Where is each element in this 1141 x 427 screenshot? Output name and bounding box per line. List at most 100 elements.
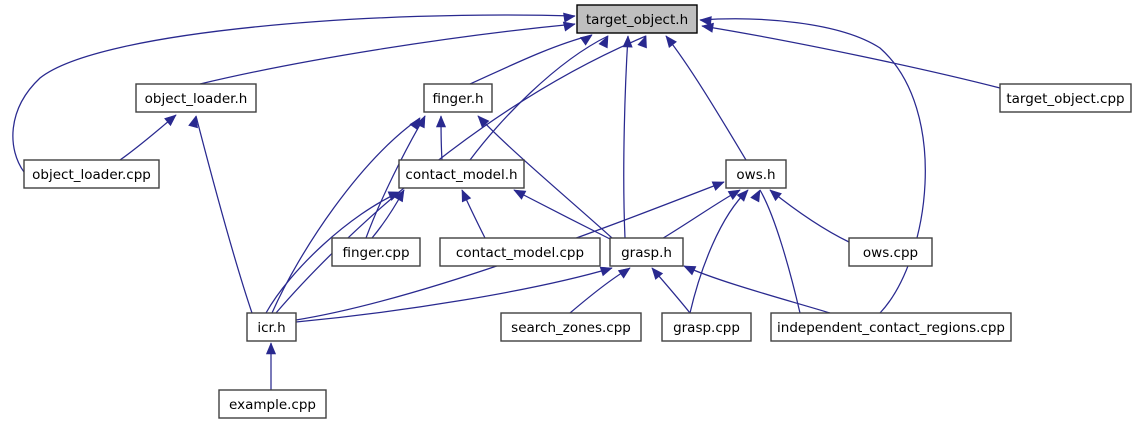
edge-grasp_cpp-to-grasp_h xyxy=(651,267,691,314)
edge-icr_h-to-finger_h xyxy=(271,117,421,314)
arrowhead-icon xyxy=(736,189,749,202)
edge-independent_contact_regions_cpp-to-grasp_h xyxy=(683,265,831,314)
node-object_loader_h[interactable]: object_loader.h xyxy=(135,83,257,113)
edge-line xyxy=(12,14,576,173)
node-target_object_cpp[interactable]: target_object.cpp xyxy=(999,83,1132,113)
edge-contact_model_cpp-to-contact_model_h xyxy=(461,189,486,239)
edge-search_zones_cpp-to-grasp_h xyxy=(569,267,631,314)
arrowhead-icon xyxy=(598,35,609,49)
edge-line xyxy=(759,189,801,314)
node-example_cpp[interactable]: example.cpp xyxy=(218,389,327,419)
edge-grasp_h-to-target_object_h xyxy=(622,35,633,239)
edge-line xyxy=(683,265,831,314)
node-target_object_h[interactable]: target_object.h xyxy=(576,4,698,34)
edge-target_object_cpp-to-target_object_h xyxy=(701,22,1001,89)
edge-finger_h-to-target_object_h xyxy=(469,34,593,85)
edge-line xyxy=(623,35,629,239)
node-contact_model_h[interactable]: contact_model.h xyxy=(398,159,525,189)
arrowhead-icon xyxy=(265,342,277,355)
edge-independent_contact_regions_cpp-to-ows_h xyxy=(750,189,801,314)
edge-line xyxy=(513,189,613,241)
edge-grasp_h-to-contact_model_h xyxy=(513,189,613,241)
node-box[interactable] xyxy=(218,389,327,419)
node-box[interactable] xyxy=(439,237,601,267)
node-box[interactable] xyxy=(609,237,684,267)
node-search_zones_cpp[interactable]: search_zones.cpp xyxy=(500,312,642,342)
arrowhead-icon xyxy=(750,189,761,203)
arrowhead-icon xyxy=(387,191,401,201)
arrowhead-icon xyxy=(188,115,198,129)
edge-grasp_h-to-finger_h xyxy=(477,115,613,239)
node-finger_cpp[interactable]: finger.cpp xyxy=(331,237,421,267)
node-box[interactable] xyxy=(661,312,752,342)
arrowhead-icon xyxy=(409,117,421,131)
edge-line xyxy=(365,115,426,239)
node-ows_h[interactable]: ows.h xyxy=(725,159,787,189)
node-box[interactable] xyxy=(848,237,933,267)
edge-line xyxy=(477,115,613,239)
arrowhead-icon xyxy=(461,189,472,203)
arrowhead-icon xyxy=(711,181,725,191)
node-box[interactable] xyxy=(331,237,421,267)
arrowhead-icon xyxy=(665,35,677,49)
edge-icr_h-to-contact_model_h xyxy=(265,191,401,314)
arrowhead-icon xyxy=(617,267,631,279)
arrowhead-icon xyxy=(579,34,593,46)
arrowhead-icon xyxy=(769,189,782,202)
edge-line xyxy=(265,191,401,314)
edge-line xyxy=(195,115,253,314)
edge-object_loader_cpp-to-object_loader_h xyxy=(119,114,177,161)
arrowhead-icon xyxy=(562,21,576,32)
node-grasp_h[interactable]: grasp.h xyxy=(609,237,684,267)
edge-line xyxy=(295,267,613,323)
edge-finger_cpp-to-contact_model_h xyxy=(371,189,405,239)
node-box[interactable] xyxy=(770,312,1012,342)
arrowhead-icon xyxy=(727,189,741,201)
arrowhead-icon xyxy=(699,16,712,27)
node-box[interactable] xyxy=(725,159,787,189)
edge-line xyxy=(701,25,1001,89)
edge-grasp_h-to-ows_h xyxy=(659,189,741,241)
node-contact_model_cpp[interactable]: contact_model.cpp xyxy=(439,237,601,267)
edge-icr_h-to-object_loader_h xyxy=(188,115,253,314)
edge-icr_h-to-grasp_h xyxy=(295,266,613,323)
arrowhead-icon xyxy=(563,12,576,23)
edge-object_loader_cpp-to-target_object_h xyxy=(12,12,576,173)
edge-ows_cpp-to-ows_h xyxy=(769,189,850,243)
arrowhead-icon xyxy=(651,267,664,280)
edge-line xyxy=(271,117,421,314)
edge-contact_model_h-to-finger_h xyxy=(435,115,447,161)
arrowhead-icon xyxy=(599,266,613,277)
edge-object_loader_h-to-target_object_h xyxy=(199,21,576,85)
edge-line xyxy=(469,34,593,85)
edge-line xyxy=(769,189,850,243)
arrowhead-icon xyxy=(683,265,697,276)
edge-example_cpp-to-icr_h xyxy=(265,342,277,391)
node-icr_h[interactable]: icr.h xyxy=(246,312,297,342)
node-box[interactable] xyxy=(999,83,1132,113)
node-box[interactable] xyxy=(135,83,257,113)
node-box[interactable] xyxy=(398,159,525,189)
node-object_loader_cpp[interactable]: object_loader.cpp xyxy=(23,159,160,189)
arrowhead-icon xyxy=(622,35,633,48)
nodes-layer: target_object.h object_loader.h finger.h ta… xyxy=(23,4,1132,419)
edge-grasp_cpp-to-ows_h xyxy=(689,189,749,314)
edge-line xyxy=(689,189,749,314)
node-finger_h[interactable]: finger.h xyxy=(423,83,493,113)
arrowhead-icon xyxy=(435,115,447,128)
node-grasp_cpp[interactable]: grasp.cpp xyxy=(661,312,752,342)
node-box[interactable] xyxy=(500,312,642,342)
arrowhead-icon xyxy=(477,115,490,128)
node-independent_contact_regions_cpp[interactable]: independent_contact_regions.cpp xyxy=(770,312,1012,342)
edge-line xyxy=(469,35,609,161)
node-box[interactable] xyxy=(423,83,493,113)
arrowhead-icon xyxy=(513,189,527,200)
node-ows_cpp[interactable]: ows.cpp xyxy=(848,237,933,267)
arrowhead-icon xyxy=(637,35,647,49)
node-box[interactable] xyxy=(246,312,297,342)
node-box[interactable] xyxy=(576,4,698,34)
node-box[interactable] xyxy=(23,159,160,189)
arrowhead-icon xyxy=(393,189,405,203)
edge-line xyxy=(665,35,747,161)
